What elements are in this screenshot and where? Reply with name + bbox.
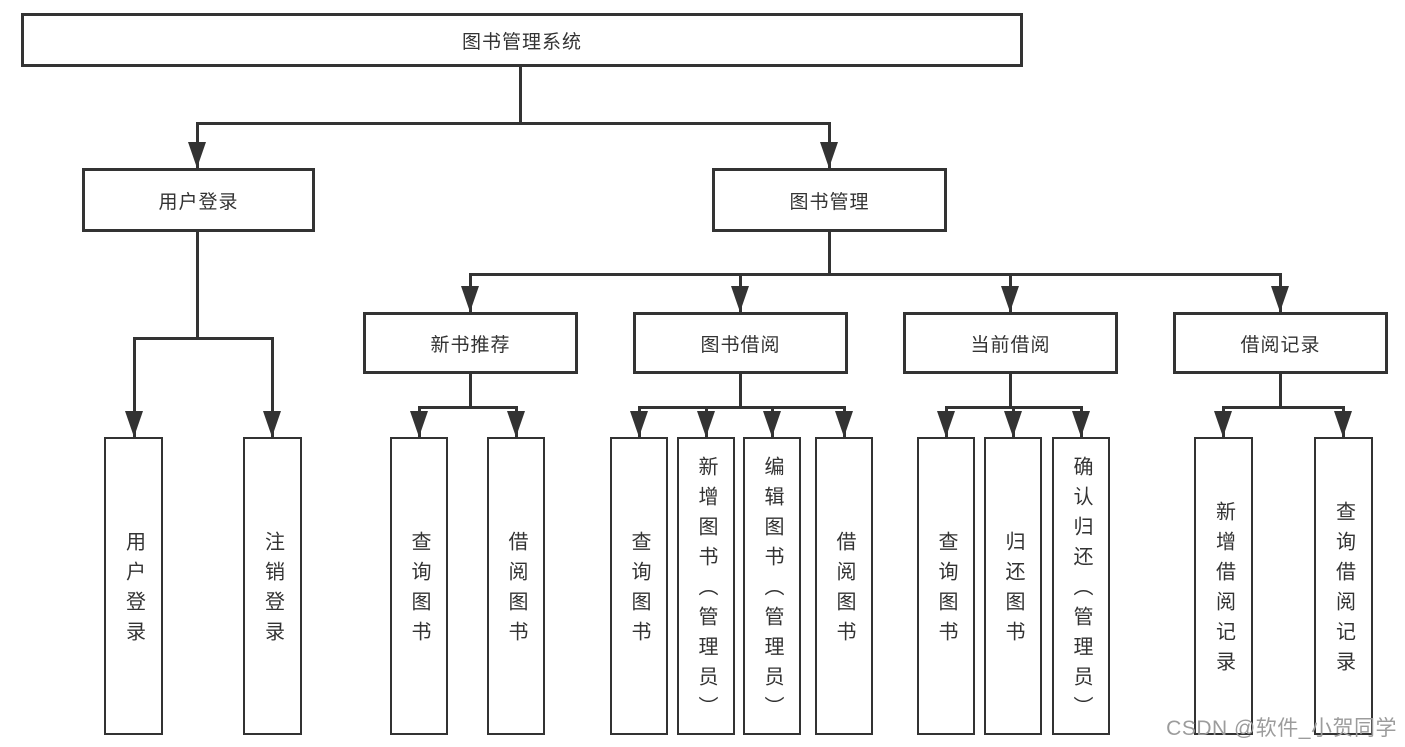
arrowhead-bb-query [630, 411, 648, 437]
leaf-current-return-label: 归还图书 [1002, 531, 1024, 651]
leaf-borrow-add-label: 新增图书（管理员） [695, 456, 717, 726]
arrowhead-bookmgmt [820, 142, 838, 168]
node-current-borrow: 当前借阅 [903, 312, 1118, 374]
connector-records-down [1279, 374, 1282, 406]
node-user-login: 用户登录 [82, 168, 315, 232]
connector-bookmgmt-rail [470, 273, 1280, 276]
arrowhead-leaf-login [125, 411, 143, 437]
leaf-borrow-edit: 编辑图书（管理员） [743, 437, 801, 735]
node-book-borrow-label: 图书借阅 [700, 334, 781, 356]
leaf-current-query-label: 查询图书 [935, 531, 957, 651]
arrowhead-current [1001, 286, 1019, 312]
node-borrow-records-label: 借阅记录 [1240, 334, 1321, 356]
arrowhead-records [1271, 286, 1289, 312]
leaf-borrow-add: 新增图书（管理员） [677, 437, 735, 735]
leaf-user-login: 用户登录 [104, 437, 163, 735]
leaf-logout: 注销登录 [243, 437, 302, 735]
arrowhead-borrow [731, 286, 749, 312]
leaf-newbook-query: 查询图书 [390, 437, 448, 735]
node-new-book-rec-label: 新书推荐 [430, 334, 511, 356]
arrowhead-br-add [1214, 411, 1232, 437]
connector-borrow-down [739, 374, 742, 406]
node-borrow-records: 借阅记录 [1173, 312, 1388, 374]
leaf-current-confirm: 确认归还（管理员） [1052, 437, 1110, 735]
arrowhead-cb-confirm [1072, 411, 1090, 437]
arrowhead-bb-edit [763, 411, 781, 437]
node-book-borrow: 图书借阅 [633, 312, 848, 374]
arrowhead-cb-query [937, 411, 955, 437]
node-root: 图书管理系统 [21, 13, 1023, 67]
node-root-label: 图书管理系统 [461, 31, 582, 53]
csdn-watermark: CSDN @软件_小贺同学 [1166, 717, 1397, 740]
leaf-borrow-edit-label: 编辑图书（管理员） [761, 456, 783, 726]
leaf-records-query: 查询借阅记录 [1314, 437, 1373, 735]
leaf-user-login-label: 用户登录 [122, 531, 145, 651]
connector-leaf-login-stem [133, 337, 136, 437]
connector-root-rail [197, 122, 830, 125]
connector-borrow-rail [639, 406, 845, 409]
arrowhead-newbook [461, 286, 479, 312]
arrowhead-userlogin [188, 142, 206, 168]
arrowhead-nbr-borrow [507, 411, 525, 437]
connector-root-stem [519, 67, 522, 122]
leaf-records-add: 新增借阅记录 [1194, 437, 1253, 735]
connector-bookmgmt-down [828, 232, 831, 273]
leaf-borrow-query-label: 查询图书 [628, 531, 650, 651]
connector-records-rail [1223, 406, 1344, 409]
node-user-login-label: 用户登录 [158, 191, 239, 213]
leaf-records-query-label: 查询借阅记录 [1332, 501, 1355, 681]
arrowhead-nbr-query [410, 411, 428, 437]
connector-leaf-logout-stem [271, 337, 274, 437]
leaf-current-return: 归还图书 [984, 437, 1042, 735]
connector-userlogin-down [196, 232, 199, 340]
node-current-borrow-label: 当前借阅 [970, 334, 1051, 356]
leaf-newbook-query-label: 查询图书 [408, 531, 430, 651]
leaf-newbook-borrow-label: 借阅图书 [505, 531, 527, 651]
arrowhead-leaf-logout [263, 411, 281, 437]
leaf-borrow-query: 查询图书 [610, 437, 668, 735]
arrowhead-br-query [1334, 411, 1352, 437]
connector-newbook-rail [419, 406, 518, 409]
arrowhead-cb-return [1004, 411, 1022, 437]
arrowhead-bb-borrow [835, 411, 853, 437]
leaf-current-query: 查询图书 [917, 437, 975, 735]
node-book-management: 图书管理 [712, 168, 947, 232]
connector-current-down [1009, 374, 1012, 406]
leaf-newbook-borrow: 借阅图书 [487, 437, 545, 735]
leaf-borrow-borrow: 借阅图书 [815, 437, 873, 735]
node-new-book-rec: 新书推荐 [363, 312, 578, 374]
leaf-borrow-borrow-label: 借阅图书 [833, 531, 855, 651]
node-book-management-label: 图书管理 [789, 191, 870, 213]
connector-userlogin-rail [134, 337, 274, 340]
leaf-current-confirm-label: 确认归还（管理员） [1070, 456, 1092, 726]
leaf-logout-label: 注销登录 [261, 531, 284, 651]
leaf-records-add-label: 新增借阅记录 [1212, 501, 1235, 681]
connector-newbook-down [469, 374, 472, 406]
arrowhead-bb-add [697, 411, 715, 437]
